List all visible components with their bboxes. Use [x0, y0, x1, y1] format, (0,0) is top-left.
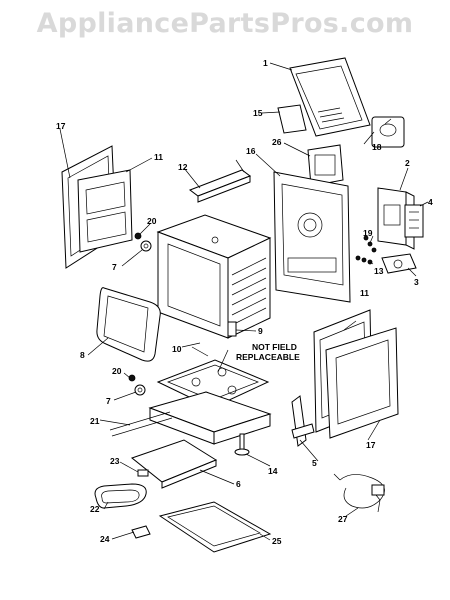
- part-cover-plate: [381, 253, 417, 274]
- part-door-glass-left: [77, 169, 133, 253]
- callout-7-upper: 7: [112, 262, 117, 272]
- callout-27: 27: [338, 514, 348, 524]
- callout-20-upper: 20: [147, 216, 157, 226]
- callout-17-right: 17: [366, 440, 376, 450]
- part-drawer-frame: [109, 391, 272, 445]
- callout-11-right: 11: [360, 288, 369, 298]
- callout-2: 2: [405, 158, 410, 168]
- part-rear-wall: [273, 171, 351, 303]
- callout-24: 24: [100, 534, 110, 544]
- part-hinge-receiver-upper: [140, 240, 152, 252]
- part-hinge-screw-upper: [134, 232, 142, 240]
- part-hinge-screw-lower: [128, 374, 136, 382]
- part-element-bracket: [137, 469, 149, 477]
- part-storage-pan: [158, 501, 272, 553]
- part-screws: [363, 235, 377, 253]
- part-vent-baffle: [277, 104, 307, 134]
- leader-lines: [59, 62, 429, 541]
- callout-14: 14: [268, 466, 278, 476]
- part-thermal-switch: [371, 116, 405, 148]
- part-oven-cavity: [156, 214, 272, 339]
- callout-26: 26: [272, 137, 282, 147]
- callout-22: 22: [90, 504, 100, 514]
- part-vent-duct: [188, 159, 252, 203]
- note-line-2: REPLACEABLE: [236, 352, 300, 362]
- callout-19: 19: [363, 228, 373, 238]
- callout-10-left: 10: [172, 344, 182, 354]
- callout-4: 4: [428, 197, 433, 207]
- callout-6: 6: [236, 479, 241, 489]
- callout-16: 16: [246, 146, 256, 156]
- part-hinge-receiver-lower: [134, 384, 146, 396]
- part-display-module: [307, 144, 344, 187]
- callout-23: 23: [110, 456, 120, 466]
- callout-1: 1: [263, 58, 268, 68]
- part-power-cord: [333, 473, 385, 513]
- callout-7-lower: 7: [106, 396, 111, 406]
- part-screw-set: [355, 255, 373, 265]
- callout-9: 9: [258, 326, 263, 336]
- callout-3: 3: [414, 277, 419, 287]
- callout-labels: 1 15 18 26 16 2 4 19 13 3 17 11 12 20 7 …: [56, 58, 433, 546]
- part-door-gasket: [96, 287, 161, 362]
- part-element-cover: [130, 439, 218, 489]
- part-drawer-glide: [291, 395, 315, 447]
- callout-21: 21: [90, 416, 100, 426]
- callout-15: 15: [253, 108, 263, 118]
- callout-25: 25: [272, 536, 282, 546]
- part-door-outer-panel-right: [325, 327, 399, 439]
- callout-11-left: 11: [154, 152, 163, 162]
- callout-17-left: 17: [56, 121, 66, 131]
- not-field-replaceable-note: NOT FIELD REPLACEABLE: [236, 342, 300, 362]
- part-bake-element: [94, 483, 147, 509]
- callout-18: 18: [372, 142, 382, 152]
- part-terminal-block: [404, 204, 424, 238]
- callout-5: 5: [312, 458, 317, 468]
- part-cavity-bracket: [227, 321, 237, 337]
- callout-12: 12: [178, 162, 188, 172]
- callout-8: 8: [80, 350, 85, 360]
- note-line-1: NOT FIELD: [252, 342, 297, 352]
- part-clip: [131, 525, 151, 539]
- watermark-text: AppliancePartsPros.com: [36, 8, 414, 39]
- callout-20-lower: 20: [112, 366, 122, 376]
- part-leveling-leg: [234, 433, 250, 456]
- part-top-rear-panel: [289, 57, 371, 137]
- callout-13: 13: [374, 266, 384, 276]
